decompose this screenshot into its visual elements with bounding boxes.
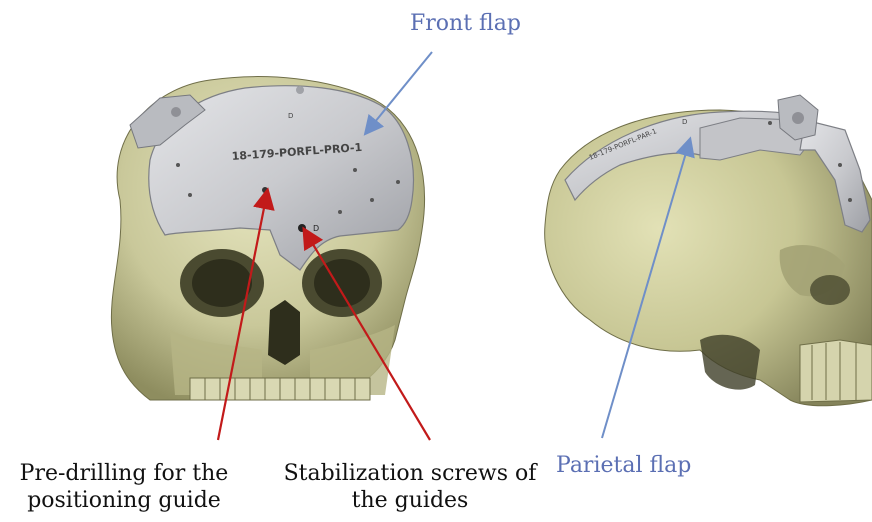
upper-teeth [190, 378, 370, 400]
stabilization-screw [298, 224, 306, 232]
predrilling-label: Pre-drilling for the positioning guide [8, 460, 240, 514]
parietal-flap-label: Parietal flap [556, 452, 691, 479]
front-flap-arrow [370, 52, 432, 128]
nasal-cavity [268, 300, 300, 365]
side-marker-text: D [313, 224, 319, 233]
front-guide-marker: D [288, 112, 293, 120]
front-flap-label: Front flap [410, 10, 521, 37]
stabilization-label-line1: Stabilization screws of [268, 460, 552, 487]
predrilling-label-line1: Pre-drilling for the [8, 460, 240, 487]
pre-drill-hole [262, 187, 268, 193]
predrilling-label-line2: positioning guide [8, 487, 240, 514]
stabilization-label: Stabilization screws of the guides [268, 460, 552, 514]
parietal-guide-marker: D [682, 118, 687, 126]
stabilization-label-line2: the guides [268, 487, 552, 514]
